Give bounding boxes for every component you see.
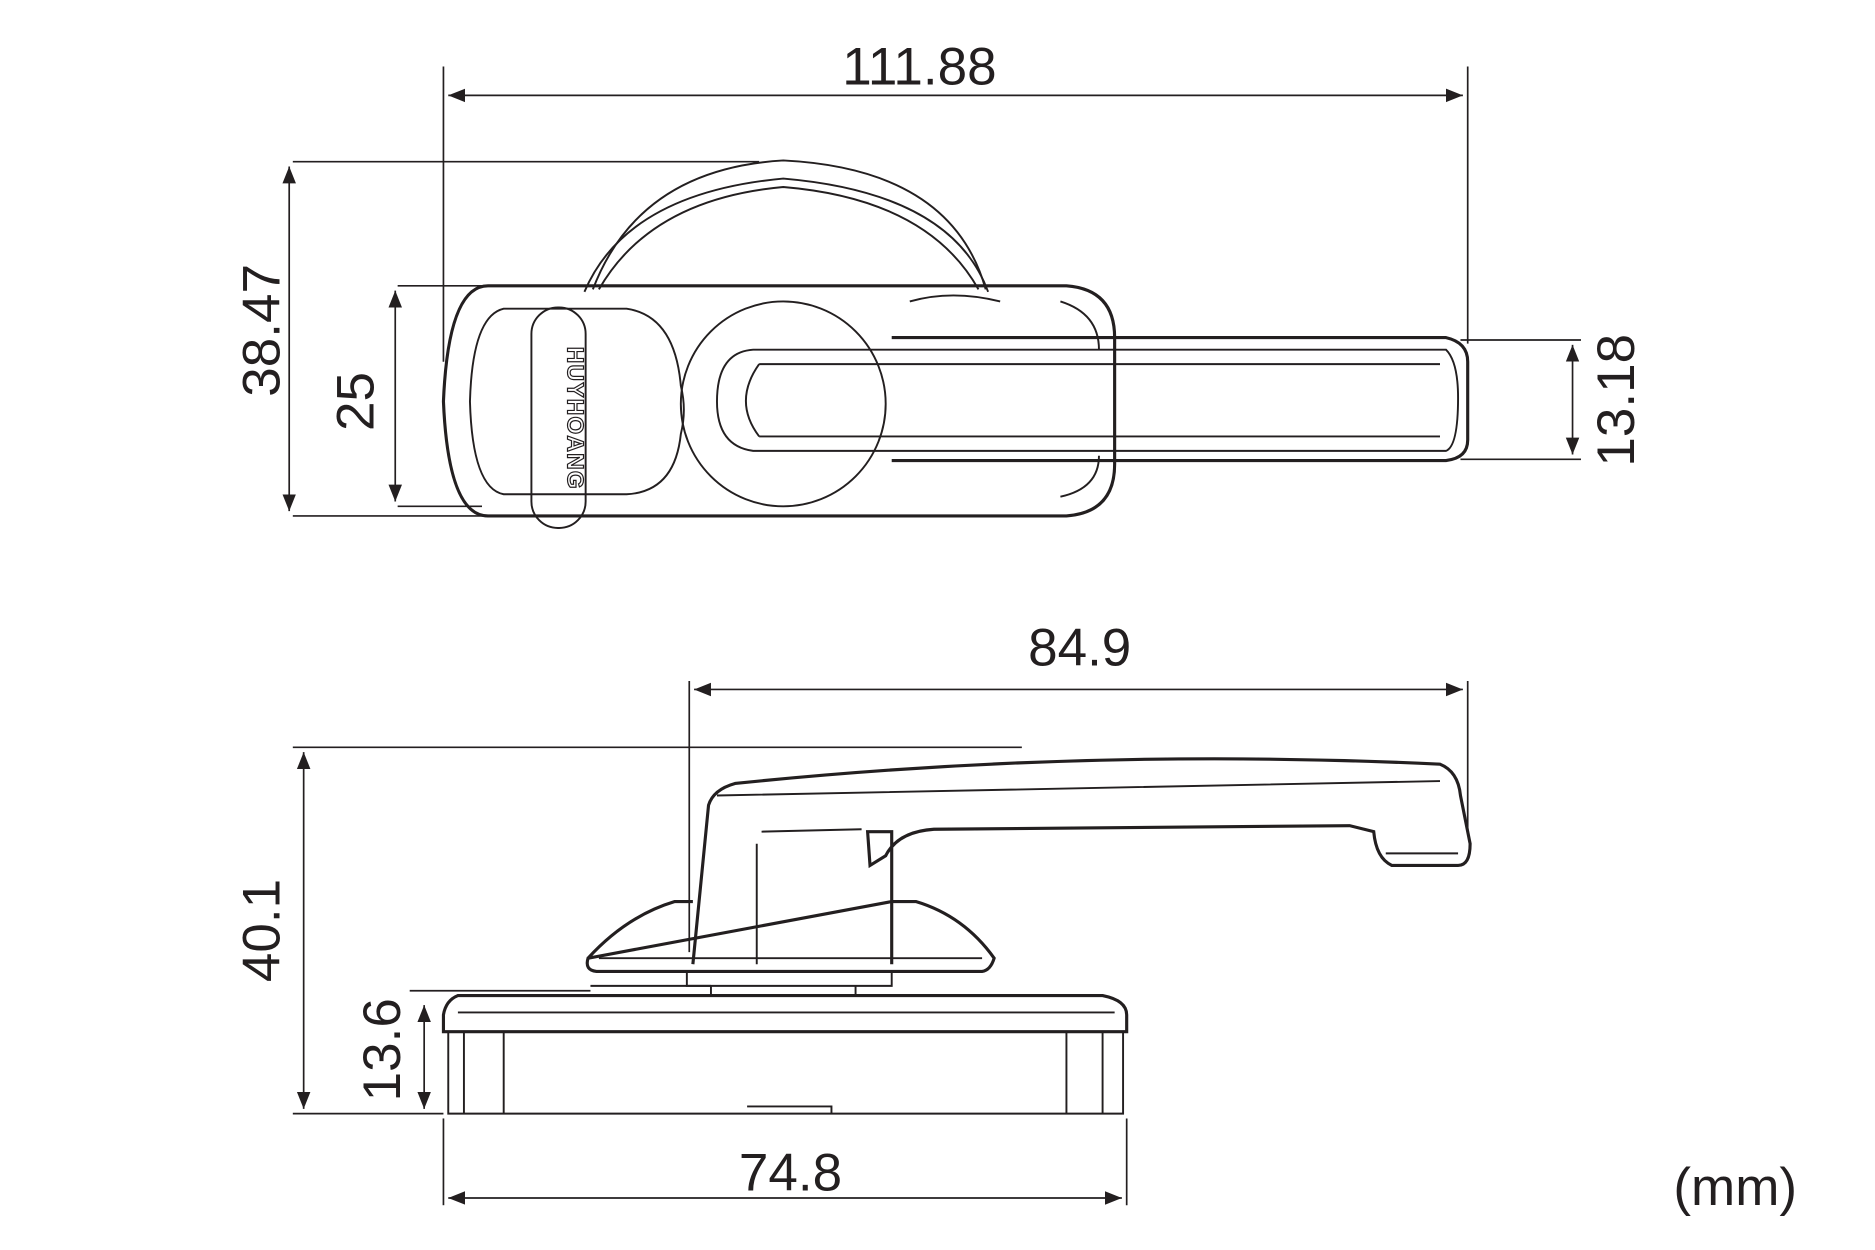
side-view: 84.9 40.1 13.6 74.8 bbox=[233, 618, 1472, 1206]
dim-label-handle-length: 84.9 bbox=[1028, 618, 1131, 677]
dim-label-handle-width: 13.18 bbox=[1587, 334, 1646, 467]
dim-label-overall-height: 40.1 bbox=[233, 879, 292, 982]
units-label: (mm) bbox=[1673, 1158, 1797, 1217]
dim-label-overall-length: 111.88 bbox=[842, 38, 996, 97]
dim-label-base-height: 25 bbox=[327, 372, 386, 431]
dim-label-base-height: 13.6 bbox=[353, 998, 412, 1101]
top-view: HUYHOANG 111.88 38.47 25 13.18 bbox=[233, 38, 1646, 529]
side-view-outline bbox=[441, 757, 1472, 1115]
dim-label-overall-height: 38.47 bbox=[233, 264, 292, 397]
brand-logo-badge: HUYHOANG bbox=[530, 306, 589, 529]
top-view-outline bbox=[441, 159, 1470, 518]
brand-logo-text: HUYHOANG bbox=[563, 347, 589, 490]
dim-label-base-length: 74.8 bbox=[739, 1144, 842, 1203]
